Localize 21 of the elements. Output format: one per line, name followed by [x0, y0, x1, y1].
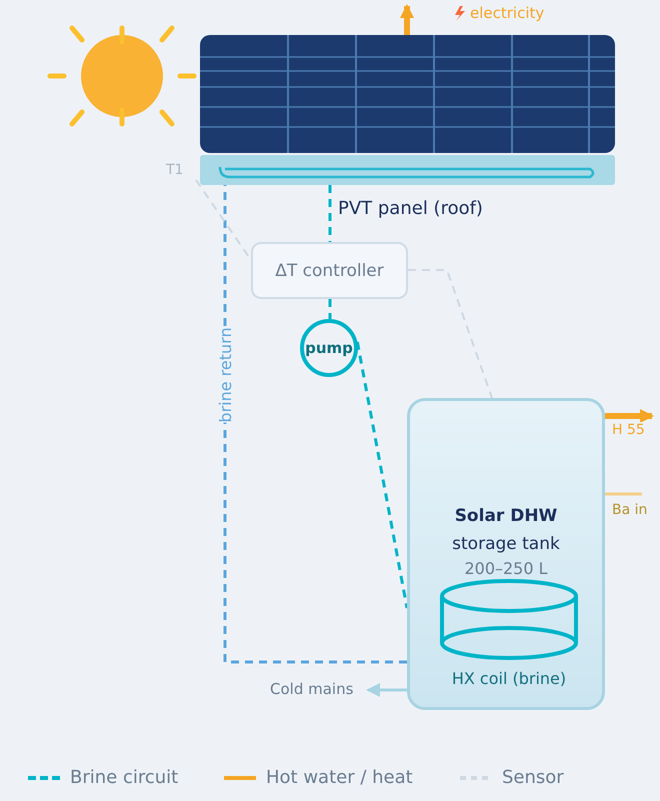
- connector-line: [328, 185, 332, 242]
- tank-box: [407, 398, 605, 710]
- pump-circle: pump: [300, 319, 358, 377]
- legend-label: Brine circuit: [70, 767, 178, 788]
- edge-label: electricity: [470, 5, 544, 22]
- tank-title: Solar DHW: [454, 506, 558, 526]
- arrow: [605, 409, 654, 423]
- legend-label: Hot water / heat: [266, 767, 413, 788]
- arrow: [366, 683, 407, 697]
- legend-label: Sensor: [502, 767, 564, 788]
- coil-label: HX coil (brine): [450, 669, 568, 688]
- connector-line: [328, 299, 332, 320]
- tank-volume: 200–250 L: [463, 559, 549, 578]
- sensor-label: T1: [166, 162, 196, 182]
- tank-subtitle: storage tank: [451, 534, 561, 554]
- arrow: [400, 4, 414, 35]
- controller-box: ΔT controller: [251, 242, 408, 299]
- panel-label: PVT panel (roof): [338, 198, 483, 219]
- connector-line: [356, 342, 408, 608]
- connector-line: [605, 492, 642, 496]
- connector-line: [408, 269, 493, 398]
